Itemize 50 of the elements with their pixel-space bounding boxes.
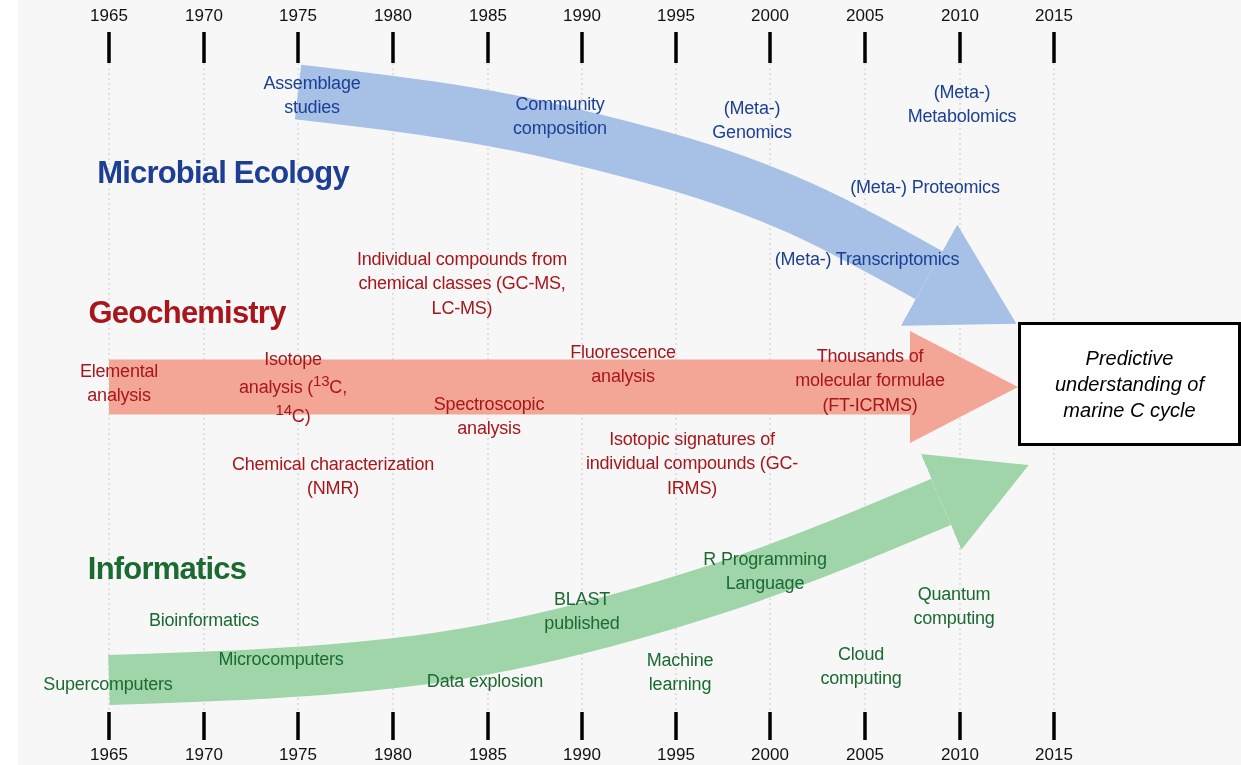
- milestone-label: Fluorescence analysis: [569, 340, 677, 388]
- milestone-label: Quantum computing: [912, 582, 996, 630]
- year-label: 1995: [657, 743, 695, 765]
- category-heading: Informatics: [87, 550, 247, 589]
- milestone-label: Supercomputers: [18, 671, 198, 697]
- milestone-label: Spectroscopic analysis: [432, 392, 546, 440]
- year-label: 2010: [941, 743, 979, 765]
- year-label: 2010: [941, 4, 979, 27]
- timeline-arrow: [108, 453, 1029, 705]
- year-label: 2000: [751, 743, 789, 765]
- milestone-label: Data explosion: [425, 669, 545, 693]
- year-label: 1975: [279, 4, 317, 27]
- year-label: 1990: [563, 743, 601, 765]
- year-label: 1965: [90, 4, 128, 27]
- year-label: 1975: [279, 743, 317, 765]
- milestone-label: Microcomputers: [217, 647, 345, 671]
- year-label: 2015: [1035, 743, 1073, 765]
- milestone-label: Isotopic signatures of individual compounds (GC-IRMS): [584, 427, 800, 500]
- year-label: 2005: [846, 743, 884, 765]
- milestone-label: Community composition: [512, 92, 608, 140]
- year-label: 1990: [563, 4, 601, 27]
- milestone-label: R Programming Language: [702, 547, 828, 595]
- milestone-label: Bioinformatics: [147, 608, 261, 632]
- year-label: 2000: [751, 4, 789, 27]
- milestone-label: Machine learning: [645, 648, 715, 696]
- year-label: 1995: [657, 4, 695, 27]
- year-label: 1970: [185, 4, 223, 27]
- category-heading: Microbial Ecology: [97, 154, 349, 193]
- milestone-label: BLAST published: [543, 587, 621, 635]
- timeline-arrow: [109, 331, 1018, 443]
- year-label: 2015: [1035, 4, 1073, 27]
- year-label: 2005: [846, 4, 884, 27]
- milestone-label: Chemical characterization (NMR): [230, 452, 436, 500]
- milestone-label: (Meta-) Proteomics: [849, 175, 1001, 199]
- milestone-label: Isotope analysis ($^{13}$C, $^{14}$C): [238, 347, 348, 428]
- milestone-label: (Meta-) Genomics: [711, 96, 793, 144]
- year-label: 1985: [469, 4, 507, 27]
- year-label: 1980: [374, 4, 412, 27]
- milestone-label: (Meta-) Transcriptomics: [773, 247, 961, 271]
- milestone-label: (Meta-) Metabolomics: [906, 80, 1018, 128]
- milestone-label: Individual compounds from chemical classes (GC-MS, LC-MS): [355, 247, 569, 320]
- milestone-label: Thousands of molecular formulae (FT-ICRMS): [794, 344, 946, 417]
- milestone-label: Cloud computing: [819, 642, 903, 690]
- category-heading: Geochemistry: [88, 294, 286, 333]
- year-label: 1965: [90, 743, 128, 765]
- year-label: 1970: [185, 743, 223, 765]
- year-label: 1980: [374, 743, 412, 765]
- year-label: 1985: [469, 743, 507, 765]
- outcome-box: Predictive understanding of marine C cycle: [1018, 322, 1241, 446]
- timeline-arrow: [294, 64, 1017, 326]
